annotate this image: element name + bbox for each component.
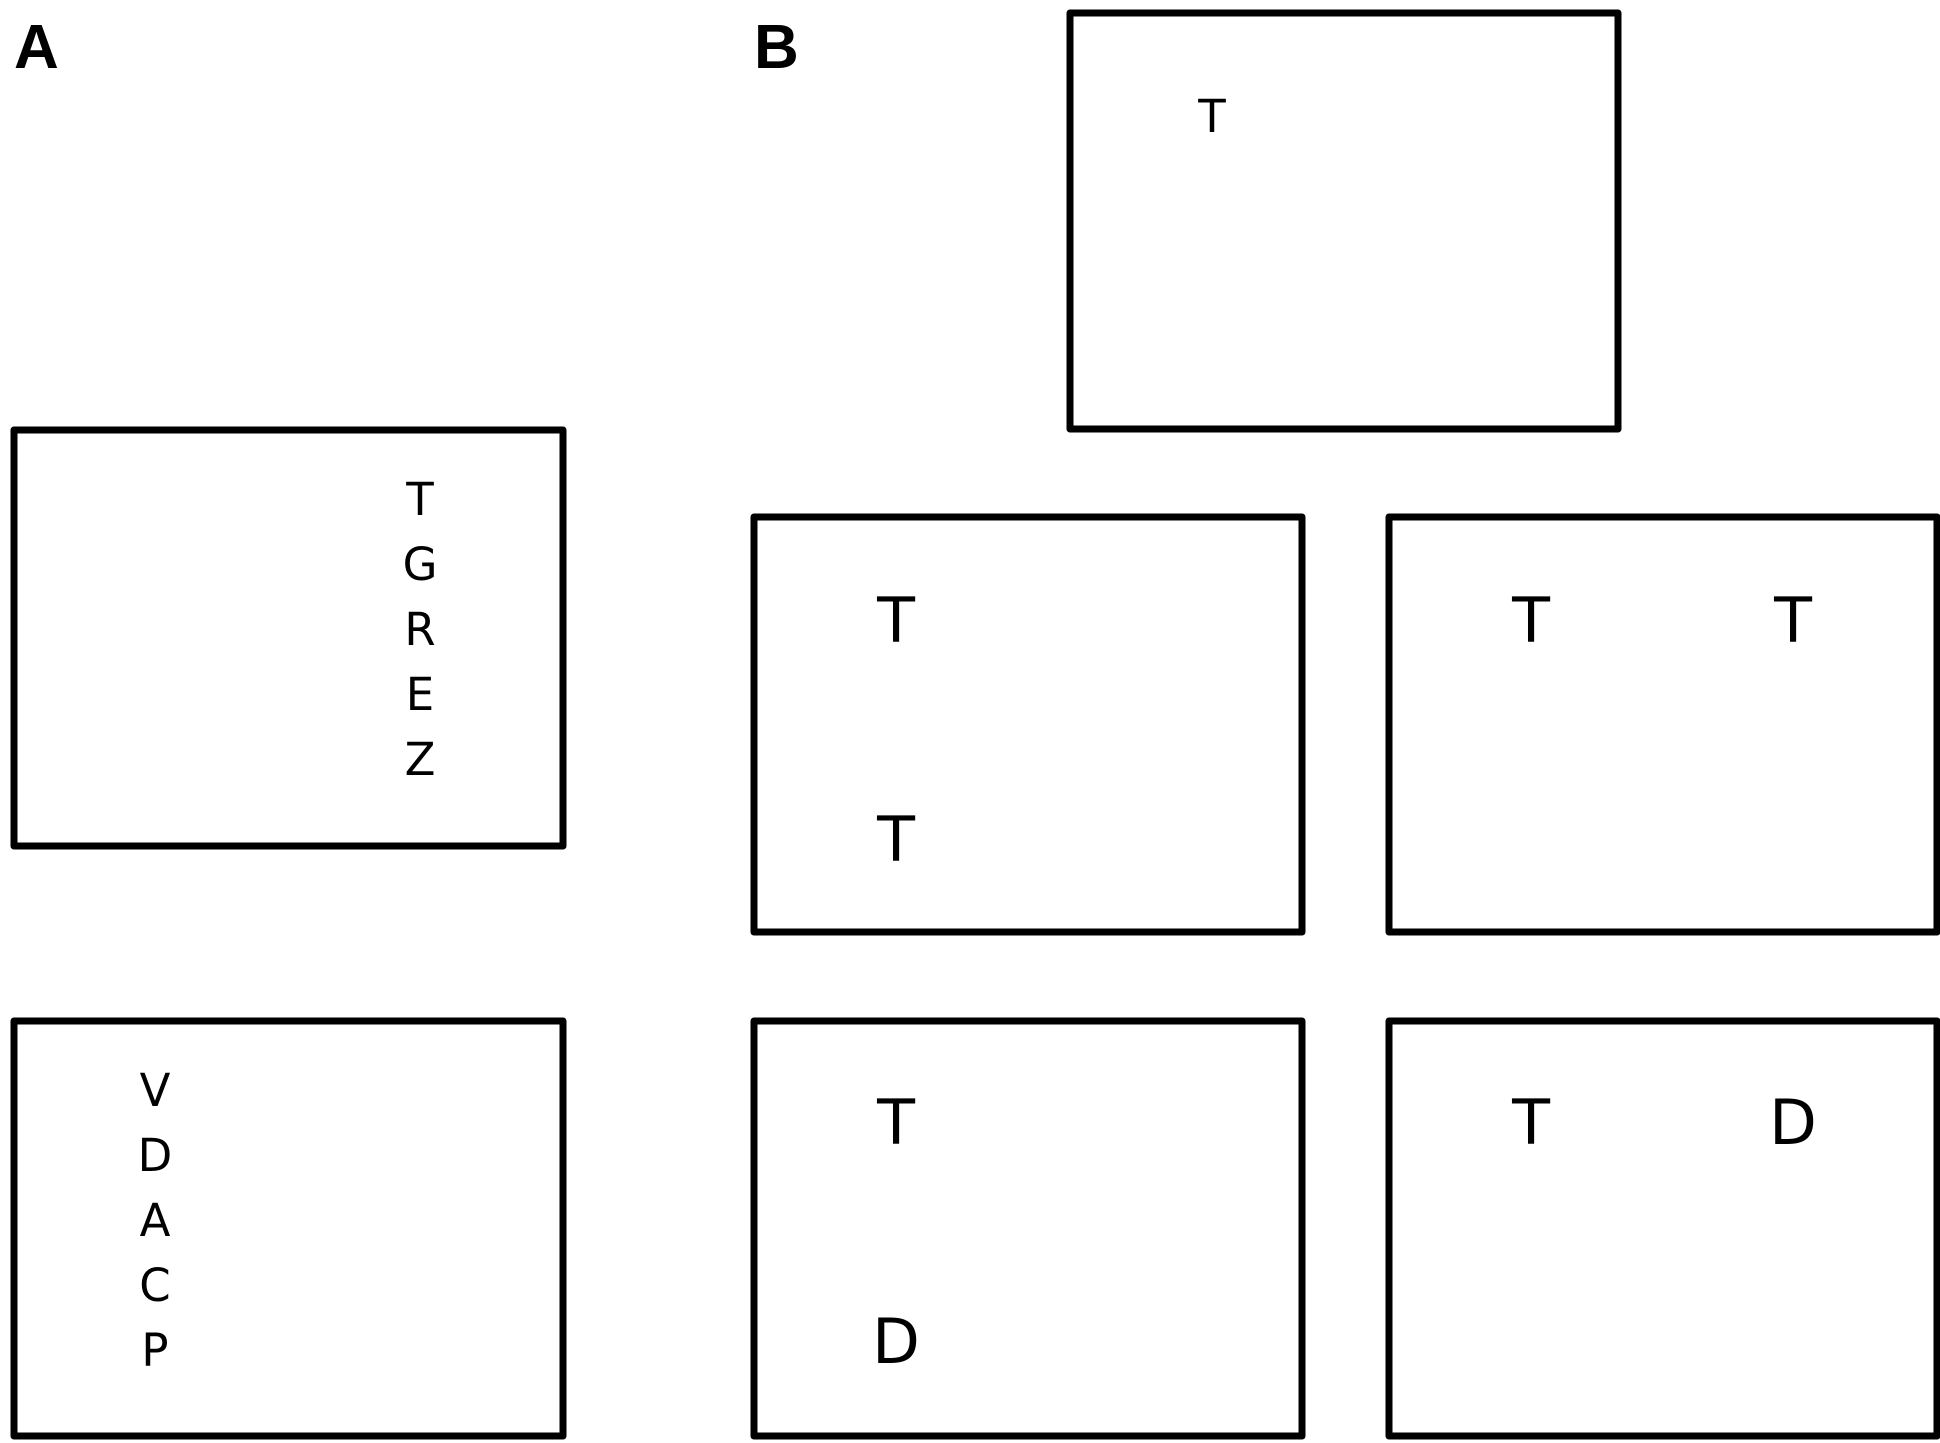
letter-stimulus: T: [1197, 90, 1226, 143]
panel-b-bottom-left-frame: [750, 1017, 1306, 1440]
panel-b-middle-right-frame: [1385, 513, 1940, 936]
letter-stimulus: T: [1511, 1086, 1551, 1159]
panel-b-middle-left-frame: [750, 513, 1306, 936]
letter-stimulus: D: [1769, 1086, 1817, 1159]
letter-stimulus: V: [140, 1064, 171, 1117]
letter-stimulus: P: [141, 1324, 168, 1377]
letter-stimulus: A: [140, 1194, 171, 1247]
panel-b-label: B: [754, 13, 799, 82]
letter-stimulus: T: [876, 584, 916, 657]
letter-stimulus: G: [403, 538, 438, 591]
panel-a-label: A: [14, 13, 59, 82]
panel-a-bottom-letter-column: V D A C P: [138, 1064, 173, 1377]
letter-stimulus: T: [1511, 584, 1551, 657]
panel-b-top-frame: [1066, 9, 1622, 433]
panel-b: T T T T T T D T D: [750, 9, 1940, 1440]
letter-stimulus: T: [876, 1086, 916, 1159]
panel-b-bottom-right-frame: [1385, 1017, 1940, 1440]
letter-stimulus: T: [876, 803, 916, 876]
panel-a: T G R E Z V D A C P: [10, 426, 567, 1440]
letter-stimulus: E: [406, 668, 434, 721]
letter-stimulus: D: [872, 1305, 920, 1378]
letter-stimulus: T: [405, 473, 434, 526]
letter-stimulus: D: [138, 1129, 173, 1182]
letter-stimulus: C: [139, 1259, 170, 1312]
panel-a-bottom-frame: [10, 1017, 567, 1440]
letter-stimulus: T: [1773, 584, 1813, 657]
panel-a-top-letter-column: T G R E Z: [403, 473, 438, 786]
panel-a-top-frame: [10, 426, 567, 850]
letter-stimulus: Z: [405, 733, 436, 786]
letter-stimulus: R: [404, 603, 435, 656]
